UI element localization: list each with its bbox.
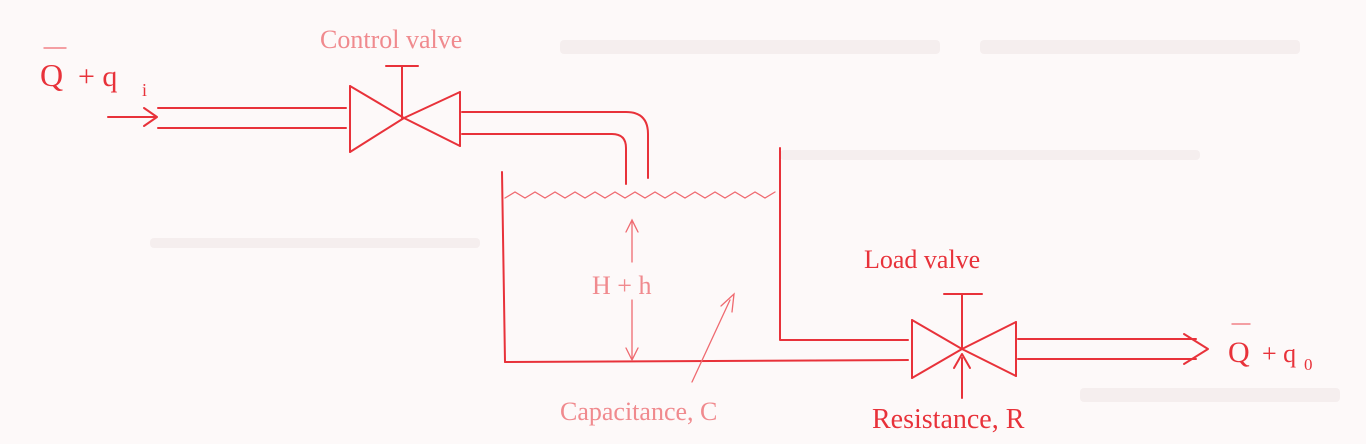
control-valve-label: Control valve (320, 25, 462, 54)
level-label: H + h (592, 271, 651, 300)
tank (501, 147, 909, 363)
inflow-rest: + q (78, 60, 117, 93)
resistance-pointer (953, 353, 971, 399)
inflow-q: Q (40, 57, 63, 93)
inlet-pipe (157, 107, 347, 129)
liquid-surface (504, 191, 776, 199)
outflow-q: Q (1228, 336, 1250, 369)
inflow-label: Q + q i (40, 47, 147, 100)
inflow-subscript: i (142, 80, 147, 100)
load-valve-label: Load valve (864, 245, 980, 274)
load-valve (911, 293, 1017, 379)
background-texture (150, 40, 1340, 402)
level-indicator (625, 218, 639, 362)
outflow-subscript: 0 (1304, 355, 1313, 374)
tank-right-wall-and-outlet (779, 147, 909, 341)
outlet-pipe (1017, 333, 1209, 365)
tank-bottom-and-outlet (504, 359, 909, 363)
capacitance-label: Capacitance, C (560, 397, 717, 426)
outflow-rest: + q (1262, 339, 1296, 368)
capacitance-pointer (691, 292, 735, 383)
inflow-arrow (107, 107, 158, 127)
resistance-label: Resistance, R (872, 404, 1025, 435)
outflow-label: Q + q 0 (1228, 323, 1313, 374)
tank-left-wall (501, 171, 506, 363)
tank-inlet-pipe (461, 111, 649, 185)
control-valve (349, 65, 461, 153)
